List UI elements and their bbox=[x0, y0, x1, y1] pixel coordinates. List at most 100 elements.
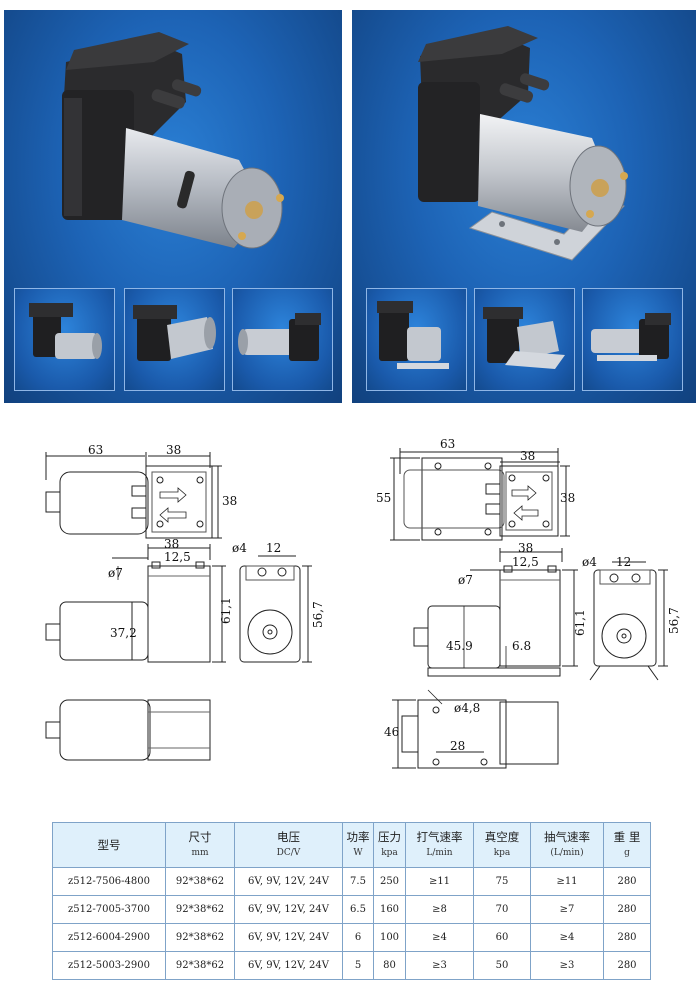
dim-left-front-height: 61,1 bbox=[219, 597, 233, 624]
dim-left-front-port: ø7 bbox=[108, 566, 123, 580]
dim-right-bottom-hole: ø4,8 bbox=[454, 701, 480, 715]
table-cell: ≥11 bbox=[405, 867, 474, 896]
table-cell: 92*38*62 bbox=[165, 923, 235, 952]
thumbnail-1[interactable] bbox=[14, 288, 115, 391]
header-unit: mm bbox=[191, 848, 209, 858]
header-label: 尺寸 bbox=[188, 830, 212, 844]
dim-right-front-offset: 12,5 bbox=[512, 555, 539, 569]
dim-left-top-height: 38 bbox=[222, 494, 237, 508]
table-cell: 6 bbox=[342, 923, 374, 952]
table-cell: z512-5003-2900 bbox=[52, 951, 166, 980]
right-side-view bbox=[589, 561, 668, 681]
table-cell: 6V, 9V, 12V, 24V bbox=[234, 867, 343, 896]
pump-photo-main-left bbox=[62, 32, 284, 249]
table-cell: 160 bbox=[373, 895, 406, 924]
table-cell: 7.5 bbox=[342, 867, 374, 896]
dim-left-front-top: 38 bbox=[164, 537, 179, 551]
table-cell: ≥11 bbox=[530, 867, 604, 896]
product-photo-panel-right bbox=[352, 10, 696, 403]
thumbnail-6[interactable] bbox=[582, 288, 683, 391]
thumbnail-3[interactable] bbox=[232, 288, 333, 391]
right-bottom-view bbox=[392, 689, 559, 769]
table-cell: 75 bbox=[473, 867, 531, 896]
dim-right-side-hole: ø4 bbox=[582, 555, 597, 569]
table-cell: 6V, 9V, 12V, 24V bbox=[234, 951, 343, 980]
header-unit: kpa bbox=[381, 848, 398, 858]
table-cell: 70 bbox=[473, 895, 531, 924]
product-photo-panel-left bbox=[4, 10, 342, 403]
header-cell: 抽气速率 (L/min) bbox=[530, 822, 604, 868]
table-cell: 100 bbox=[373, 923, 406, 952]
header-cell: 压力 kpa bbox=[373, 822, 406, 868]
table-cell: ≥4 bbox=[530, 923, 604, 952]
dim-right-front-height: 61,1 bbox=[573, 609, 587, 636]
table-cell: 5 bbox=[342, 951, 374, 980]
dim-right-top-depth: 38 bbox=[520, 449, 535, 463]
dim-right-top-width: 63 bbox=[440, 437, 455, 451]
dim-left-front-offset: 12,5 bbox=[164, 550, 191, 564]
thumbnail-2[interactable] bbox=[124, 288, 225, 391]
header-label: 电压 bbox=[277, 830, 300, 844]
pump-photo-main-right bbox=[418, 26, 628, 261]
header-cell: 重 里 g bbox=[603, 822, 651, 868]
table-cell: 280 bbox=[603, 867, 651, 896]
pump-thumb-3 bbox=[238, 313, 321, 361]
table-cell: 92*38*62 bbox=[165, 951, 235, 980]
dim-right-top-height: 38 bbox=[560, 491, 575, 505]
left-bottom-view bbox=[45, 699, 211, 761]
header-unit: g bbox=[624, 848, 630, 858]
table-cell: ≥7 bbox=[530, 895, 604, 924]
dim-right-bottom-width: 46 bbox=[384, 725, 399, 739]
table-cell: z512-7506-4800 bbox=[52, 867, 166, 896]
table-cell: 60 bbox=[473, 923, 531, 952]
table-cell: z512-6004-2900 bbox=[52, 923, 166, 952]
table-cell: 80 bbox=[373, 951, 406, 980]
table-cell: ≥3 bbox=[530, 951, 604, 980]
dim-right-side-spacing: 12 bbox=[616, 555, 631, 569]
dimension-drawings: 63 38 38 38 12,5 ø7 37,2 61,1 ø4 12 56,7 bbox=[45, 437, 681, 769]
thumbnail-5[interactable] bbox=[474, 288, 575, 391]
header-unit: W bbox=[353, 848, 363, 858]
pump-thumb-1 bbox=[29, 303, 102, 359]
dim-left-front-motor: 37,2 bbox=[110, 626, 137, 640]
header-label: 重 里 bbox=[613, 830, 641, 844]
table-cell: 250 bbox=[373, 867, 406, 896]
dim-left-top-width: 63 bbox=[88, 443, 103, 457]
table-cell: 92*38*62 bbox=[165, 867, 235, 896]
right-top-view bbox=[390, 448, 570, 541]
dim-right-top-bracket: 55 bbox=[376, 491, 391, 505]
table-cell: 6.5 bbox=[342, 895, 374, 924]
table-cell: ≥3 bbox=[405, 951, 474, 980]
table-cell: ≥8 bbox=[405, 895, 474, 924]
table-cell: 280 bbox=[603, 923, 651, 952]
header-label: 压力 bbox=[378, 830, 401, 844]
header-label: 功率 bbox=[346, 830, 370, 844]
table-cell: 92*38*62 bbox=[165, 895, 235, 924]
header-label: 真空度 bbox=[484, 830, 520, 844]
table-cell: 6V, 9V, 12V, 24V bbox=[234, 895, 343, 924]
header-unit: (L/min) bbox=[550, 848, 584, 858]
header-label: 抽气速率 bbox=[544, 830, 590, 844]
dim-left-side-spacing: 12 bbox=[266, 541, 281, 555]
table-cell: 280 bbox=[603, 951, 651, 980]
dim-left-top-depth: 38 bbox=[166, 443, 181, 457]
right-front-view bbox=[413, 548, 578, 677]
left-front-view bbox=[45, 544, 226, 663]
thumbnail-4[interactable] bbox=[366, 288, 467, 391]
dim-left-side-hole: ø4 bbox=[232, 541, 247, 555]
header-label: 打气速率 bbox=[416, 830, 463, 844]
dim-left-side-height: 56,7 bbox=[311, 601, 325, 628]
table-cell: 6V, 9V, 12V, 24V bbox=[234, 923, 343, 952]
left-top-view bbox=[45, 452, 222, 539]
header-label: 型号 bbox=[97, 838, 121, 852]
header-cell: 型号 bbox=[52, 822, 166, 868]
dim-right-front-port: ø7 bbox=[458, 573, 473, 587]
